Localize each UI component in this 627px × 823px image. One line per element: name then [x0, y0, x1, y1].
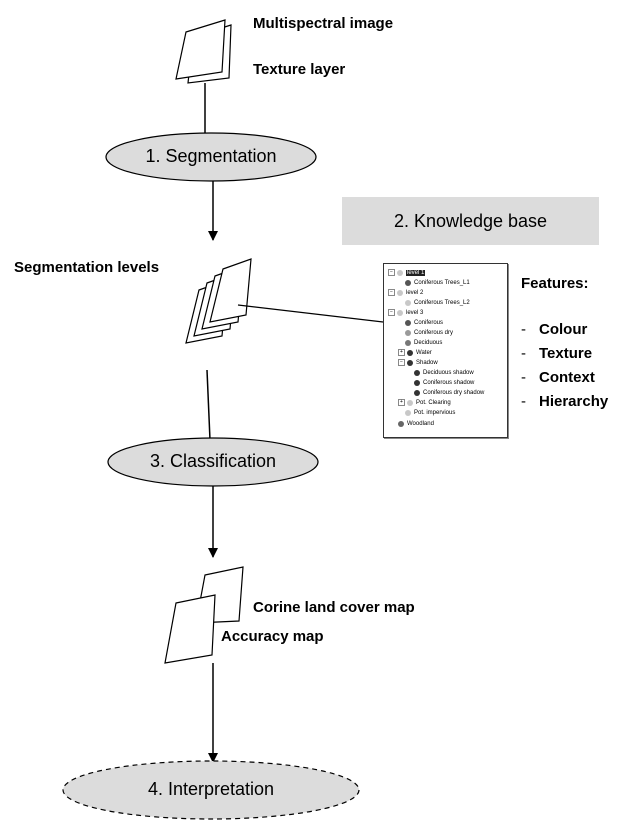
tree-node-woodland[interactable]: Woodland: [398, 419, 434, 428]
tree-node-label: Pot. Clearing: [416, 399, 451, 406]
tree-toggle[interactable]: −: [388, 309, 395, 316]
tree-node-label: Coniferous dry: [414, 329, 454, 336]
tree-node-label: level 3: [406, 309, 424, 316]
tree-node-coniferous-trees-l1[interactable]: Coniferous Trees_L1: [405, 278, 470, 287]
class-color-dot: [397, 269, 403, 276]
input-documents-icon: [175, 19, 232, 84]
tree-node-label: level 1: [406, 269, 426, 276]
class-color-dot: [397, 309, 403, 316]
corine-map-label: Corine land cover map: [253, 599, 415, 616]
feature-label: Colour: [539, 321, 588, 338]
tree-node-label: Water: [416, 349, 432, 356]
segmentation-levels-label: Segmentation levels: [14, 259, 160, 276]
tree-node-water[interactable]: + Water: [398, 348, 432, 357]
tree-toggle[interactable]: −: [388, 289, 395, 296]
tree-node-deciduous[interactable]: Deciduous: [405, 338, 442, 347]
tree-node-pot-impervious[interactable]: Pot. impervious: [405, 408, 455, 417]
feature-item: -Hierarchy: [521, 393, 609, 410]
tree-node-label: level 2: [406, 289, 424, 296]
texture-layer-label: Texture layer: [253, 61, 346, 78]
tree-node-shadow[interactable]: − Shadow: [398, 358, 438, 367]
tree-node-label: Shadow: [416, 359, 438, 366]
class-color-dot: [414, 369, 420, 376]
feature-label: Context: [539, 369, 595, 386]
tree-node-coniferous-dry-shadow[interactable]: Coniferous dry shadow: [414, 388, 484, 397]
tree-toggle[interactable]: −: [388, 269, 395, 276]
output-maps-icon: [164, 566, 244, 664]
tree-node-coniferous-dry[interactable]: Coniferous dry: [405, 328, 453, 337]
tree-node-level-2[interactable]: − level 2: [388, 288, 423, 297]
tree-node-coniferous-trees-l2[interactable]: Coniferous Trees_L2: [405, 298, 470, 307]
accuracy-map-label: Accuracy map: [221, 628, 324, 645]
features-list: Features: -Colour -Texture -Context -Hie…: [521, 275, 608, 410]
segmentation-ellipse: [105, 132, 317, 182]
connector-levels-classification: [206, 369, 211, 441]
class-color-dot: [405, 329, 411, 336]
tree-node-label: Pot. impervious: [414, 409, 456, 416]
feature-item: -Texture: [521, 345, 593, 362]
class-hierarchy-panel: − level 1 Coniferous Trees_L1 − level 2 …: [383, 263, 508, 438]
tree-node-label: Deciduous: [414, 339, 443, 346]
tree-node-label: Deciduous shadow: [423, 369, 474, 376]
feature-label: Hierarchy: [539, 393, 609, 410]
knowledge-base-box: 2. Knowledge base: [342, 197, 599, 245]
classification-label: 3. Classification: [149, 451, 277, 471]
feature-item: -Colour: [521, 321, 588, 338]
features-title: Features:: [521, 275, 589, 292]
class-color-dot: [414, 389, 420, 396]
feature-item: -Context: [521, 369, 595, 386]
segmentation-label: 1. Segmentation: [145, 146, 277, 166]
segmentation-levels-icon: [185, 258, 252, 344]
feature-label: Texture: [539, 345, 593, 362]
class-color-dot: [407, 359, 413, 366]
knowledge-base-label: 2. Knowledge base: [393, 210, 548, 231]
tree-node-level-1[interactable]: − level 1: [388, 268, 426, 277]
tree-node-pot-clearing[interactable]: + Pot. Clearing: [398, 398, 451, 407]
tree-node-label: Coniferous Trees_L2: [414, 299, 470, 306]
tree-node-label: Coniferous shadow: [423, 379, 475, 386]
multispectral-image-label: Multispectral image: [253, 15, 394, 32]
tree-toggle[interactable]: −: [398, 359, 405, 366]
class-color-dot: [405, 409, 411, 416]
tree-node-deciduous-shadow[interactable]: Deciduous shadow: [414, 368, 474, 377]
class-color-dot: [405, 339, 411, 346]
class-color-dot: [405, 299, 411, 306]
tree-node-label: Coniferous Trees_L1: [414, 279, 470, 286]
tree-node-coniferous-shadow[interactable]: Coniferous shadow: [414, 378, 474, 387]
tree-node-level-3[interactable]: − level 3: [388, 308, 423, 317]
class-color-dot: [405, 279, 411, 286]
tree-node-label: Coniferous dry shadow: [423, 389, 485, 396]
interpretation-ellipse: [62, 760, 360, 820]
class-color-dot: [414, 379, 420, 386]
class-color-dot: [405, 319, 411, 326]
connector-levels-knowledge: [237, 304, 384, 323]
tree-toggle[interactable]: +: [398, 349, 405, 356]
class-color-dot: [398, 420, 404, 427]
tree-node-coniferous[interactable]: Coniferous: [405, 318, 443, 327]
tree-toggle[interactable]: +: [398, 399, 405, 406]
interpretation-label: 4. Interpretation: [147, 779, 275, 799]
class-color-dot: [397, 289, 403, 296]
tree-node-label: Coniferous: [414, 319, 444, 326]
class-color-dot: [407, 349, 413, 356]
tree-node-label: Woodland: [407, 420, 434, 427]
class-color-dot: [407, 399, 413, 406]
